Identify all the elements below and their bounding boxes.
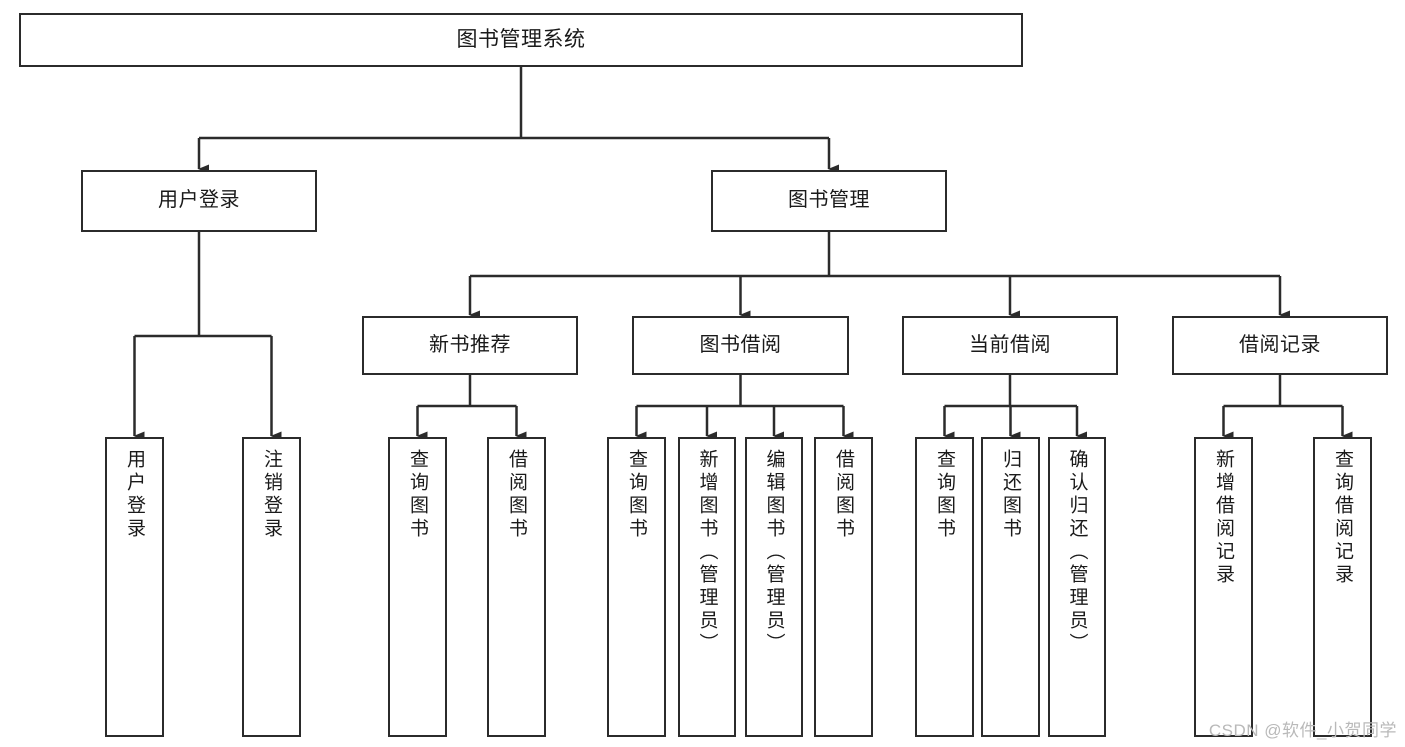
node-label: 图书管理系统: [456, 27, 586, 51]
diagram-leaf-node[interactable]: 注销登录: [242, 437, 301, 737]
diagram-leaf-node[interactable]: 新增图书（管理员）: [678, 437, 736, 737]
node-label: 查询图书: [934, 449, 955, 541]
diagram-leaf-node[interactable]: 借阅图书: [814, 437, 873, 737]
node-label: 确认归还（管理员）: [1066, 449, 1088, 656]
diagram-leaf-node[interactable]: 查询借阅记录: [1313, 437, 1372, 737]
diagram-leaf-node[interactable]: 编辑图书（管理员）: [745, 437, 803, 737]
node-label: 用户登录: [124, 449, 145, 541]
watermark-label: CSDN @软件_小贺同学: [1208, 721, 1397, 740]
diagram-leaf-node[interactable]: 查询图书: [915, 437, 974, 737]
node-label: 注销登录: [261, 449, 282, 541]
diagram-leaf-node[interactable]: 查询图书: [607, 437, 666, 737]
node-label: 查询借阅记录: [1332, 449, 1353, 587]
node-label: 用户登录: [158, 189, 240, 212]
node-label: 借阅记录: [1239, 333, 1321, 356]
diagram-leaf-node[interactable]: 查询图书: [388, 437, 447, 737]
diagram-node[interactable]: 借阅记录: [1172, 316, 1388, 375]
node-label: 图书借阅: [699, 333, 782, 356]
node-label: 新书推荐: [429, 333, 511, 356]
node-label: 编辑图书（管理员）: [763, 449, 785, 656]
diagram-node[interactable]: 图书借阅: [632, 316, 849, 375]
node-label: 借阅图书: [506, 449, 527, 541]
diagram-leaf-node[interactable]: 归还图书: [981, 437, 1040, 737]
edge-group: [133, 67, 1353, 441]
diagram-leaf-node[interactable]: 新增借阅记录: [1194, 437, 1253, 737]
node-label: 查询图书: [407, 449, 428, 541]
diagram-node[interactable]: 用户登录: [81, 170, 317, 232]
node-label: 新增图书（管理员）: [696, 449, 718, 656]
diagram-leaf-node[interactable]: 用户登录: [105, 437, 164, 737]
diagram-node[interactable]: 新书推荐: [362, 316, 578, 375]
node-label: 查询图书: [626, 449, 647, 541]
diagram-leaf-node[interactable]: 确认归还（管理员）: [1048, 437, 1106, 737]
node-label: 借阅图书: [833, 449, 854, 541]
node-label: 图书管理: [788, 189, 870, 212]
diagram-node[interactable]: 图书管理系统: [19, 13, 1023, 67]
diagram-node[interactable]: 图书管理: [711, 170, 947, 232]
diagram-node[interactable]: 当前借阅: [902, 316, 1118, 375]
node-label: 新增借阅记录: [1213, 449, 1234, 587]
diagram-leaf-node[interactable]: 借阅图书: [487, 437, 546, 737]
node-label: 当前借阅: [969, 333, 1051, 356]
node-label: 归还图书: [1000, 449, 1021, 541]
